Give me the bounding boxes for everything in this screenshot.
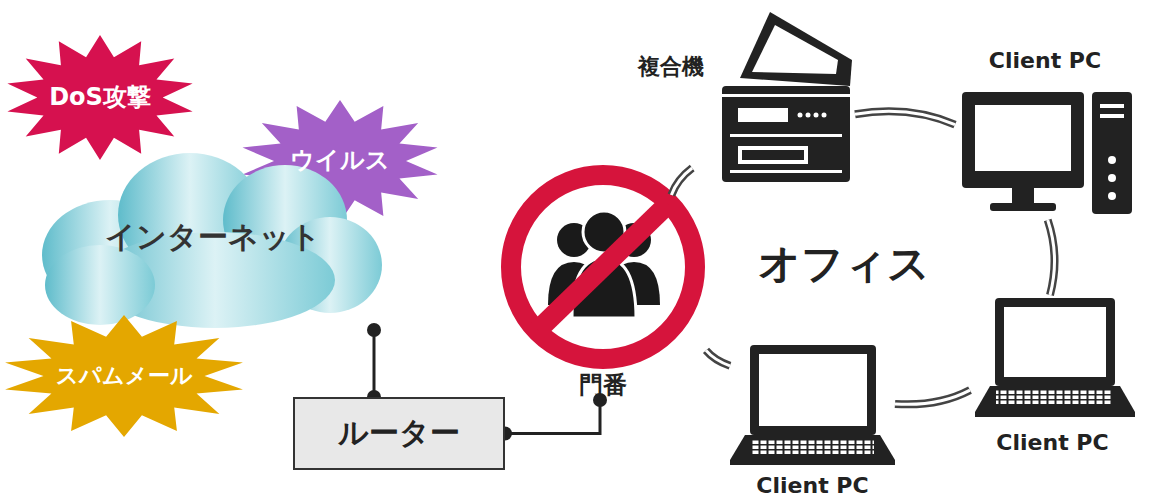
node-label: ウイルス	[290, 147, 390, 175]
ring-line-inner	[706, 350, 730, 365]
client-pc: Client PC	[970, 295, 1135, 455]
node-label: 門番	[579, 372, 627, 400]
ring-line	[895, 390, 970, 404]
node-label: Client PC	[996, 430, 1108, 455]
client-pc: Client PC	[730, 340, 895, 498]
laptop-icon	[975, 298, 1135, 417]
gatekeeper-sign: 門番	[500, 168, 706, 400]
copier-device: 複合機	[630, 10, 855, 195]
prohibition-sign	[511, 175, 695, 359]
ring-line	[671, 168, 692, 195]
router-box: ルーター	[293, 397, 505, 470]
ring-line-inner	[1048, 220, 1055, 295]
node-label: ルーター	[338, 416, 460, 451]
laptop-icon	[730, 345, 895, 465]
ring-line-inner	[895, 390, 970, 404]
client-pc: Client PC	[955, 48, 1135, 220]
threat-burst: DoS攻撃	[5, 35, 195, 160]
threat-burst: スパムメール	[2, 315, 246, 437]
network-wire	[505, 400, 600, 434]
node-label: Client PC	[756, 473, 868, 498]
ring-line	[706, 350, 730, 365]
copier-icon	[722, 12, 852, 182]
ring-line-inner	[855, 111, 955, 124]
desktop-icon	[962, 92, 1132, 214]
office-label: オフィス	[758, 236, 930, 292]
node-label: DoS攻撃	[49, 84, 151, 112]
wire-dot	[367, 323, 381, 337]
ring-line	[1048, 220, 1055, 295]
node-label: Client PC	[989, 48, 1101, 73]
node-label: 複合機	[638, 54, 704, 79]
node-label: インターネット	[105, 220, 321, 255]
ring-line-inner	[671, 168, 692, 195]
node-label: スパムメール	[56, 363, 193, 388]
network-wire	[373, 330, 376, 397]
ring-line	[855, 111, 955, 124]
